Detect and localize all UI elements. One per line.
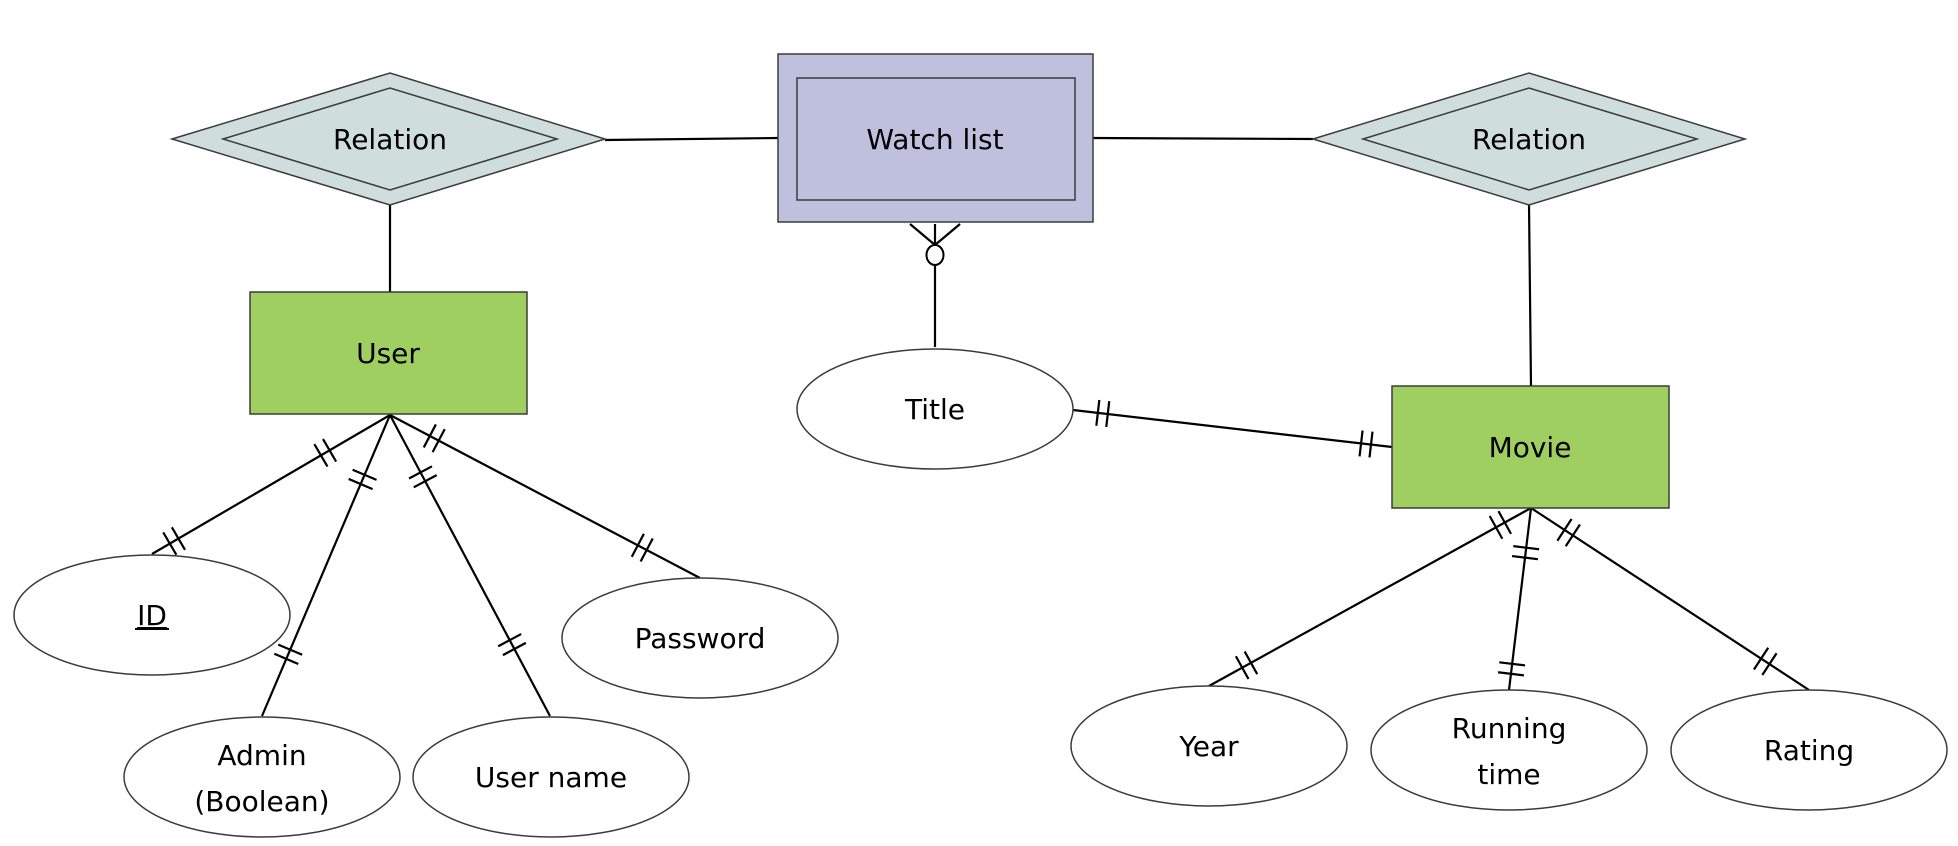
running-time-label-line1: Running: [1452, 712, 1567, 745]
year-label: Year: [1178, 730, 1239, 763]
cardinality-bar-movie-runningtime-2: [1499, 661, 1526, 667]
attribute-admin: Admin (Boolean): [123, 716, 401, 838]
attribute-year: Year: [1070, 685, 1348, 807]
link-watchlist-relation-right: [1091, 136, 1314, 141]
attribute-title: Title: [796, 348, 1074, 470]
cardinality-bar-movie-year-3: [1234, 655, 1250, 680]
cardinality-bar-movie-year-2: [1243, 650, 1259, 675]
cardinality-markers: [162, 399, 1778, 680]
relation-right-label: Relation: [1472, 123, 1586, 156]
cardinality-bar-movie-runningtime-3: [1497, 671, 1524, 677]
movie-label: Movie: [1489, 431, 1572, 464]
cardinality-bar-user-username-3: [502, 641, 527, 657]
cardinality-bar-movie-runningtime-1: [1511, 554, 1539, 561]
cardinality-bar-title-movie-3: [1368, 431, 1374, 458]
link-movie-rating: [1530, 507, 1810, 691]
cardinality-bar-user-password-2: [630, 533, 645, 558]
cardinality-bar-user-id-3: [162, 531, 178, 556]
crows-foot-zero-many: [909, 223, 961, 266]
id-label: ID: [137, 599, 167, 632]
entity-movie: Movie: [1391, 385, 1670, 509]
cardinality-bar-user-password-0: [422, 423, 437, 448]
link-movie-runningtime: [1507, 507, 1533, 691]
cardinality-bar-movie-year-1: [1488, 515, 1504, 540]
cardinality-bar-user-username-0: [408, 465, 433, 480]
link-movie-year: [1208, 507, 1532, 687]
cardinality-bar-user-id-2: [170, 526, 186, 551]
link-user-admin: [260, 414, 392, 717]
cardinality-bar-user-admin-0: [352, 468, 377, 481]
title-label: Title: [904, 393, 965, 426]
cardinality-bar-movie-rating-3: [1761, 652, 1778, 676]
attribute-rating: Rating: [1670, 689, 1948, 811]
link-user-username: [389, 414, 551, 717]
cardinality-bar-movie-runningtime-0: [1513, 545, 1540, 551]
cardinality-bar-movie-rating-1: [1564, 523, 1581, 547]
cardinality-bar-title-movie-0: [1095, 399, 1101, 426]
connector-lines: [151, 136, 1810, 717]
link-user-password: [389, 414, 701, 579]
cardinality-bar-movie-rating-2: [1753, 647, 1770, 671]
watchlist-label: Watch list: [866, 123, 1003, 156]
cardinality-bar-title-movie-1: [1105, 400, 1111, 428]
cardinality-bar-movie-year-0: [1497, 510, 1512, 535]
relation-left-label: Relation: [333, 123, 447, 156]
cardinality-bar-user-admin-2: [277, 643, 303, 656]
link-user-id: [151, 414, 391, 555]
link-relation-right-movie: [1527, 203, 1533, 387]
rating-label: Rating: [1764, 734, 1854, 767]
cardinality-bar-user-password-3: [639, 537, 654, 562]
entity-watchlist: Watch list: [777, 53, 1094, 223]
attribute-password: Password: [561, 577, 839, 699]
entity-user: User: [249, 291, 528, 415]
username-label: User name: [475, 761, 627, 794]
cardinality-bar-title-movie-2: [1358, 430, 1364, 457]
cardinality-bar-user-admin-1: [348, 477, 374, 491]
relation-left: Relation: [169, 72, 608, 206]
admin-label-line1: Admin: [217, 739, 306, 772]
cardinality-bar-user-password-1: [431, 428, 446, 453]
relation-right: Relation: [1310, 72, 1748, 206]
cardinality-bar-user-username-2: [497, 633, 522, 648]
cardinality-bar-user-id-0: [322, 438, 338, 463]
password-label: Password: [635, 622, 766, 655]
cardinality-bar-movie-rating-0: [1556, 518, 1573, 542]
attribute-running-time: Running time: [1370, 689, 1648, 811]
attribute-username: User name: [412, 716, 690, 838]
link-title-movie: [1072, 408, 1393, 449]
cardinality-bar-user-username-1: [413, 474, 438, 489]
admin-label-line2: (Boolean): [194, 785, 329, 818]
cardinality-bar-user-id-1: [313, 443, 329, 468]
attribute-id: ID: [13, 554, 291, 676]
cardinality-bar-user-admin-3: [273, 652, 299, 665]
user-label: User: [356, 337, 420, 370]
running-time-label-line2: time: [1477, 758, 1540, 791]
link-relation-left-watchlist: [604, 136, 779, 142]
